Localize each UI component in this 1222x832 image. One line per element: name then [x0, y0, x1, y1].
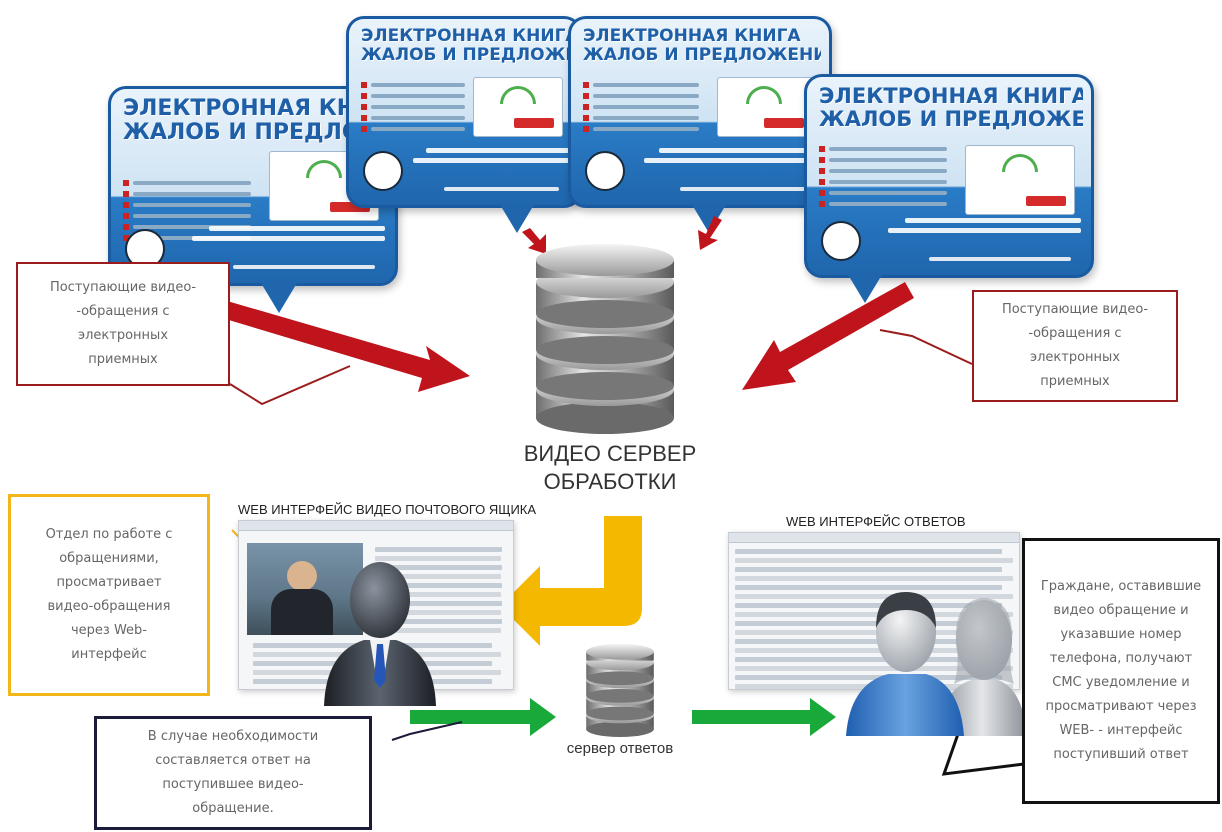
note-reply-needed-text: В случае необходимости составляется отве… — [147, 729, 319, 816]
kiosk-card-4: ЭЛЕКТРОННАЯ КНИГА ЖАЛОБ И ПРЕДЛОЖЕНИЙ — [804, 74, 1094, 303]
mailbox-interface-title: WEB ИНТЕРФЕЙС ВИДЕО ПОЧТОВОГО ЯЩИКА — [238, 502, 537, 517]
red-arrow-right — [742, 282, 914, 390]
kiosk-title-line1: ЭЛЕКТРОННАЯ КНИГА — [819, 85, 1083, 108]
reply-server-label: сервер ответов — [566, 740, 674, 757]
note-incoming-left: Поступающие видео- -обращения с электрон… — [16, 262, 230, 386]
video-server-icon — [536, 244, 674, 434]
callout-line-right — [879, 329, 973, 365]
reply-server-icon — [586, 643, 654, 738]
kiosk-screen — [965, 145, 1075, 215]
green-arrow-right — [692, 698, 836, 736]
hand-pointer-icon — [585, 151, 625, 191]
note-citizens: Граждане, оставившие видео обращение и у… — [1022, 538, 1220, 804]
hand-pointer-icon — [821, 221, 861, 261]
kiosk-title-line2: ЖАЛОБ И ПРЕДЛОЖЕНИЙ — [819, 107, 1083, 132]
yellow-arrow — [500, 516, 642, 646]
hand-pointer-icon — [363, 151, 403, 191]
video-server-label-line1: ВИДЕО СЕРВЕР — [523, 441, 697, 466]
kiosk-screen — [717, 77, 813, 137]
kiosk-card-2: ЭЛЕКТРОННАЯ КНИГА ЖАЛОБ И ПРЕДЛОЖЕН — [346, 16, 582, 233]
note-department-text: Отдел по работе с обращениями, просматри… — [45, 527, 173, 662]
note-department: Отдел по работе с обращениями, просматри… — [8, 494, 210, 696]
note-incoming-left-text: Поступающие видео- -обращения с электрон… — [49, 280, 197, 367]
answers-interface-title: WEB ИНТЕРФЕЙС ОТВЕТОВ — [786, 514, 966, 529]
kiosk-title-line2: ЖАЛОБ И ПРЕДЛОЖЕНИЙ — [583, 44, 821, 65]
kiosk-bullets — [819, 146, 947, 213]
kiosk-card-3: ЭЛЕКТРОННАЯ КНИГА ЖАЛОБ И ПРЕДЛОЖЕНИЙ — [568, 16, 832, 233]
video-server-label-line2: ОБРАБОТКИ — [543, 469, 677, 494]
note-citizens-text: Граждане, оставившие видео обращение и у… — [1040, 579, 1202, 762]
red-arrow-left — [202, 296, 470, 392]
citizens-icon — [846, 592, 1026, 736]
kiosk-bullets — [361, 82, 465, 138]
callout-line-left — [229, 365, 351, 406]
kiosk-title-line1: ЭЛЕКТРОННАЯ КНИГА — [123, 97, 387, 121]
kiosk-title-line2: ЖАЛОБ И ПРЕДЛОЖЕН — [123, 120, 387, 146]
callout-line-navy — [391, 721, 463, 741]
kiosk-bullets — [582, 82, 700, 138]
note-incoming-right: Поступающие видео- -обращения с электрон… — [972, 290, 1178, 402]
operator-person-icon — [324, 562, 436, 706]
kiosk-screen — [473, 77, 563, 137]
video-server-label: ВИДЕО СЕРВЕР ОБРАБОТКИ — [520, 440, 700, 496]
note-incoming-right-text: Поступающие видео- -обращения с электрон… — [1001, 302, 1149, 389]
kiosk-title-line2: ЖАЛОБ И ПРЕДЛОЖЕН — [361, 44, 571, 65]
kiosk-title-line1: ЭЛЕКТРОННАЯ КНИГА — [583, 27, 801, 46]
kiosk-title-line1: ЭЛЕКТРОННАЯ КНИГА — [361, 27, 571, 46]
note-reply-needed: В случае необходимости составляется отве… — [94, 716, 372, 830]
